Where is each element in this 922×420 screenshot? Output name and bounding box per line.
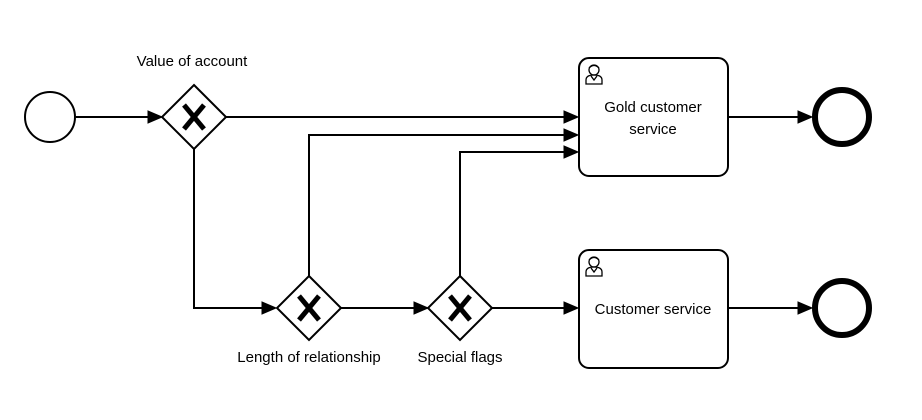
user-icon [585, 64, 603, 85]
exclusive-x-icon [448, 294, 472, 322]
gateway-length-of-relationship[interactable] [275, 274, 343, 342]
start-event[interactable] [24, 91, 76, 143]
arrowhead-icon [563, 110, 580, 124]
exclusive-x-icon [297, 294, 321, 322]
task-label-gold-line1: Gold customer [604, 99, 702, 116]
arrowhead-icon [797, 301, 814, 315]
sequence-flows [76, 110, 814, 315]
task-label-gold-line2: service [629, 121, 677, 138]
arrowhead-icon [147, 110, 164, 124]
gateway-special-flags[interactable] [426, 274, 494, 342]
gateway-value-of-account[interactable] [160, 83, 228, 151]
task-label-customer-service: Customer service [595, 301, 712, 318]
arrowhead-icon [563, 301, 580, 315]
arrowhead-icon [797, 110, 814, 124]
task-gold-customer-service[interactable]: Gold customer service [578, 57, 729, 177]
end-event-gold[interactable] [812, 87, 872, 147]
exclusive-x-icon [182, 103, 206, 131]
arrowhead-icon [563, 145, 580, 159]
gateway-label-special-flags: Special flags [417, 349, 502, 366]
end-event-customer[interactable] [812, 278, 872, 338]
arrowhead-icon [261, 301, 278, 315]
task-box [578, 57, 729, 177]
flow-value-gateway-to-length-gateway[interactable] [193, 149, 264, 309]
flow-length-gateway-to-gold-service[interactable] [308, 134, 566, 276]
task-customer-service[interactable]: Customer service [578, 249, 729, 369]
arrowhead-icon [563, 128, 580, 142]
gateway-label-length-of-relationship: Length of relationship [237, 349, 380, 366]
flow-special-gateway-to-gold-service[interactable] [459, 151, 566, 276]
user-icon [585, 256, 603, 277]
task-box [578, 249, 729, 369]
arrowhead-icon [413, 301, 430, 315]
gateway-label-value-of-account: Value of account [137, 53, 248, 70]
